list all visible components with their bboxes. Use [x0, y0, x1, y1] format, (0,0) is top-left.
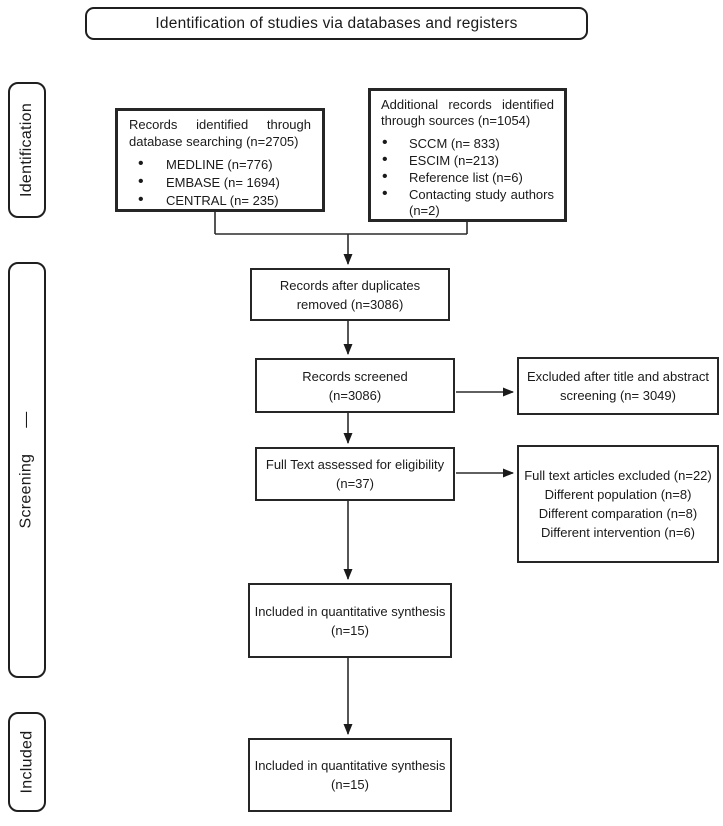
box-additional-records: Additional records identified through so…: [368, 88, 567, 222]
full-text-excluded-text: Full text articles excluded (n=22) Diffe…: [524, 468, 712, 540]
duplicates-removed-text: Records after duplicates removed (n=3086…: [279, 277, 421, 312]
database-records-list: MEDLINE (n=776) EMBASE (n= 1694) CENTRAL…: [129, 155, 311, 209]
contacting-authors-line1: Contacting study authors: [409, 187, 554, 202]
diagram-title: Identification of studies via databases …: [155, 14, 518, 32]
excluded-screening-text: Excluded after title and abstract screen…: [526, 369, 710, 403]
box-records-screened: Records screened (n=3086): [255, 358, 455, 413]
stage-identification-text: Identification: [18, 102, 36, 198]
box-database-records: Records identified through database sear…: [115, 108, 325, 212]
additional-records-heading-line2: through sources (n=1054): [381, 113, 531, 128]
database-records-heading-line2: database searching (n=2705): [129, 134, 299, 149]
stage-screening-text: Screening: [18, 453, 35, 529]
stage-label-identification: Identification: [8, 82, 46, 218]
stage-included-text: Included: [18, 730, 35, 794]
list-item-reference-list: Reference list (n=6): [381, 169, 554, 186]
box-full-text-assessed: Full Text assessed for eligibility (n=37…: [255, 447, 455, 501]
list-item-medline: MEDLINE (n=776): [129, 155, 311, 173]
stage-screening-dash: —: [18, 411, 35, 428]
diagram-title-box: Identification of studies via databases …: [85, 7, 588, 40]
box-full-text-excluded: Full text articles excluded (n=22) Diffe…: [517, 445, 719, 563]
list-item-contacting-authors: Contacting study authors (n=2): [381, 186, 554, 219]
list-item-sccm: SCCM (n= 833): [381, 135, 554, 152]
box-quantitative-synthesis-2: Included in quantitative synthesis (n=15…: [248, 738, 452, 812]
list-item-embase: EMBASE (n= 1694): [129, 173, 311, 191]
box-duplicates-removed: Records after duplicates removed (n=3086…: [250, 268, 450, 321]
additional-records-heading-line1: Additional records identified: [381, 97, 554, 112]
stage-label-screening: Screening —: [8, 262, 46, 678]
additional-records-list: SCCM (n= 833) ESCIM (n=213) Reference li…: [381, 135, 554, 219]
box-quantitative-synthesis-1: Included in quantitative synthesis (n=15…: [248, 583, 452, 658]
records-screened-text: Records screened (n=3086): [302, 368, 408, 403]
stage-label-included: Included: [8, 712, 46, 812]
full-text-assessed-text: Full Text assessed for eligibility (n=37…: [265, 457, 445, 491]
quantitative-synthesis-1-text: Included in quantitative synthesis (n=15…: [254, 603, 446, 638]
list-item-central: CENTRAL (n= 235): [129, 191, 311, 209]
box-excluded-screening: Excluded after title and abstract screen…: [517, 357, 719, 415]
quantitative-synthesis-2-text: Included in quantitative synthesis (n=15…: [254, 758, 446, 792]
contacting-authors-line2: (n=2): [409, 203, 440, 218]
list-item-escim: ESCIM (n=213): [381, 152, 554, 169]
database-records-heading-line1: Records identified through: [129, 117, 311, 132]
